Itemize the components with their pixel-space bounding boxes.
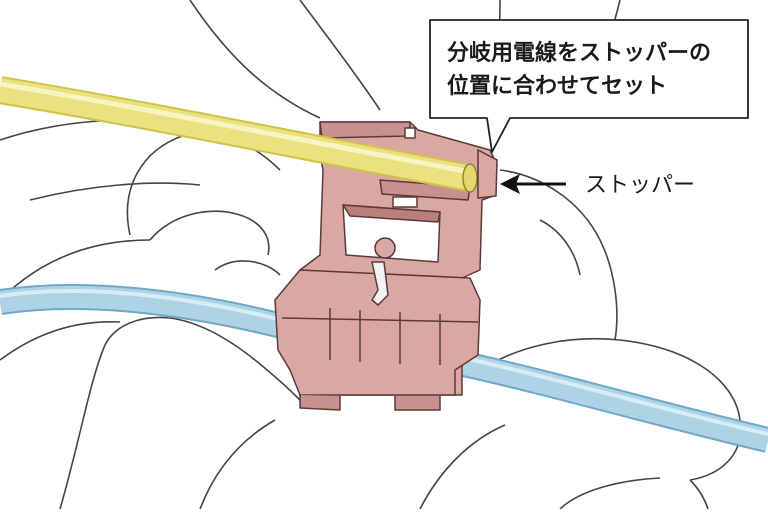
- callout-line-1: 分岐用電線をストッパーの: [447, 40, 711, 66]
- yellow-wire: [0, 76, 478, 193]
- callout-box: [429, 19, 749, 153]
- callout-line-2: 位置に合わせてセット: [447, 73, 667, 99]
- stopper: [477, 148, 498, 199]
- stopper-label: ストッパー: [585, 173, 695, 198]
- tap-connector: [274, 121, 498, 411]
- arrow-icon: [500, 174, 566, 194]
- blue-wire: [0, 284, 768, 453]
